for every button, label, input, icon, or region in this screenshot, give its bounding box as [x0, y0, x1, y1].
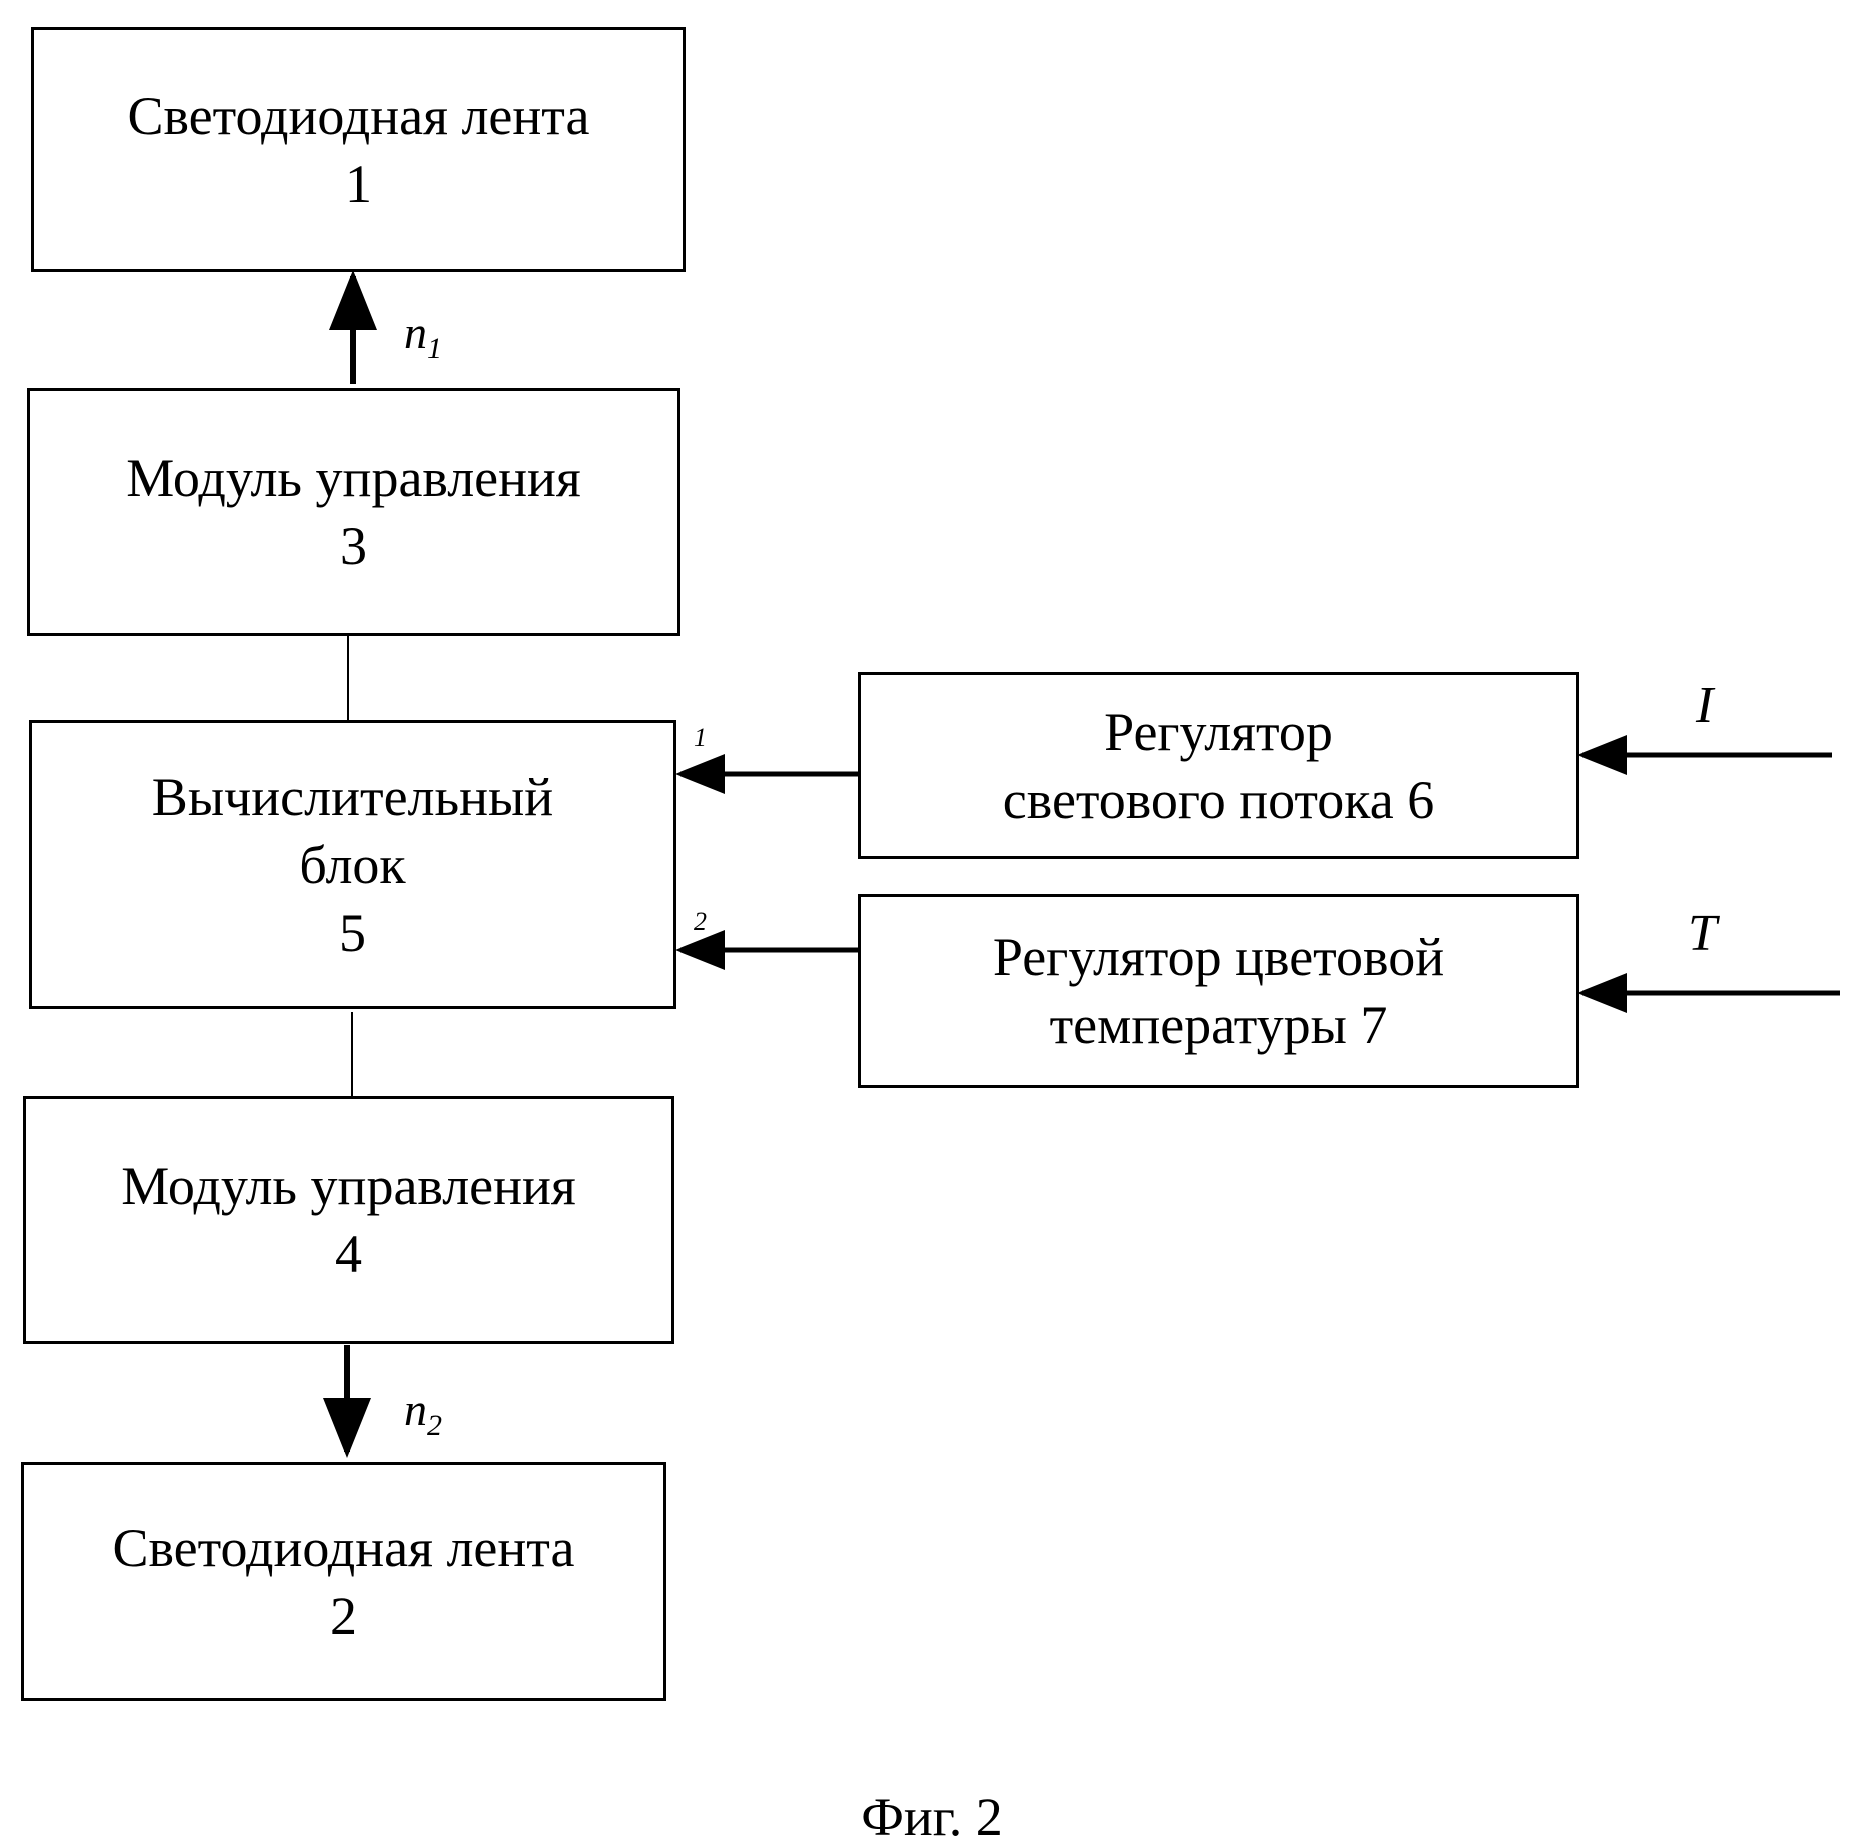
led-strip-2-number: 2 — [330, 1585, 357, 1646]
computing-unit-5-line2: блок — [299, 834, 406, 895]
input-T-label: T — [1688, 905, 1717, 962]
input-I-label: I — [1696, 677, 1714, 734]
signal-n1-label: n1 — [404, 307, 442, 365]
computing-unit-5-block: Вычислительный блок 5 — [29, 720, 676, 1009]
flux-regulator-6-block: Регулятор светового потока 6 — [858, 672, 1579, 859]
led-strip-1-number: 1 — [345, 153, 372, 214]
figure-caption: Фиг. 2 — [861, 1787, 1003, 1847]
flux-regulator-6-line1: Регулятор — [1104, 701, 1333, 762]
color-temp-regulator-7-line2: температуры 7 — [1049, 995, 1388, 1055]
control-module-3-block: Модуль управления 3 — [27, 388, 680, 636]
port-1-label: 1 — [694, 723, 707, 752]
signal-n2-label: n2 — [404, 1384, 442, 1442]
control-module-4-title: Модуль управления — [121, 1156, 576, 1216]
computing-unit-5-number: 5 — [339, 902, 366, 963]
color-temp-regulator-7-block: Регулятор цветовой температуры 7 — [858, 894, 1579, 1088]
computing-unit-5-line1: Вычислительный — [151, 766, 554, 827]
control-module-3-title: Модуль управления — [126, 448, 581, 508]
control-module-4-number: 4 — [335, 1224, 362, 1284]
port-2-label: 2 — [694, 907, 707, 936]
led-strip-2-block: Светодиодная лента 2 — [21, 1462, 666, 1701]
led-strip-1-title: Светодиодная лента — [127, 85, 590, 146]
flux-regulator-6-line2: светового потока 6 — [1002, 769, 1435, 830]
color-temp-regulator-7-line1: Регулятор цветовой — [992, 927, 1445, 987]
control-module-4-block: Модуль управления 4 — [23, 1096, 674, 1344]
control-module-3-number: 3 — [340, 516, 367, 576]
led-strip-2-title: Светодиодная лента — [112, 1517, 575, 1578]
led-strip-1-block: Светодиодная лента 1 — [31, 27, 686, 272]
